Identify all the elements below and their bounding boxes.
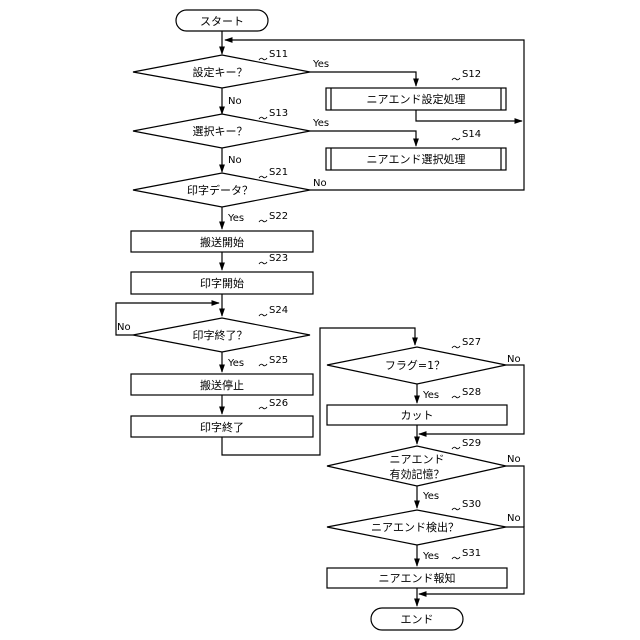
s12-label: ニアエンド設定処理 <box>367 92 466 106</box>
end-label: エンド <box>401 613 434 626</box>
step-s14: S14 <box>462 129 481 140</box>
leader-s29 <box>452 447 460 449</box>
step-s29: S29 <box>462 438 481 449</box>
step-s30: S30 <box>462 499 481 510</box>
s30-label: ニアエンド検出？ <box>371 520 459 534</box>
s29-label-line2: 有効記憶？ <box>390 467 445 481</box>
leader-s27 <box>452 346 460 348</box>
step-s24: S24 <box>269 305 288 316</box>
s27-label: フラグ=1？ <box>385 358 445 372</box>
leader-s11 <box>259 58 267 60</box>
s30-no-label: No <box>507 513 521 524</box>
step-s23: S23 <box>269 253 288 264</box>
s23-label: 印字開始 <box>200 276 244 290</box>
flow-s13-s14-yes <box>310 131 416 146</box>
s31-label: ニアエンド報知 <box>379 571 456 585</box>
s29-yes-label: Yes <box>422 491 439 502</box>
step-s13: S13 <box>269 108 288 119</box>
step-s11: S11 <box>269 49 288 60</box>
leader-s12 <box>452 78 460 80</box>
leader-s25 <box>259 364 267 366</box>
s13-no-label: No <box>228 155 242 166</box>
flow-s12-return <box>416 110 522 121</box>
leader-s14 <box>452 138 460 140</box>
s26-label: 印字終了 <box>200 420 244 434</box>
leader-s23 <box>259 262 267 264</box>
s14-label: ニアエンド選択処理 <box>367 152 466 166</box>
step-s12: S12 <box>462 69 481 80</box>
flow-s11-s12-yes <box>310 72 416 86</box>
s21-yes-label: Yes <box>227 213 244 224</box>
s24-yes-label: Yes <box>227 358 244 369</box>
s29-no-label: No <box>507 454 521 465</box>
leader-s31 <box>452 557 460 559</box>
s22-label: 搬送開始 <box>200 235 244 249</box>
s11-no-label: No <box>228 96 242 107</box>
step-numbers: S11 S12 S13 S14 S21 S22 S23 S24 S25 S26 … <box>269 49 481 559</box>
s24-no-label: No <box>117 322 131 333</box>
start-label: スタート <box>200 15 244 28</box>
s24-label: 印字終了？ <box>193 328 248 342</box>
leader-s28 <box>452 396 460 398</box>
leader-s22 <box>259 220 267 222</box>
s21-no-label: No <box>313 178 327 189</box>
step-s31: S31 <box>462 548 481 559</box>
step-s22: S22 <box>269 211 288 222</box>
s11-label: 設定キー？ <box>193 65 248 79</box>
s30-yes-label: Yes <box>422 551 439 562</box>
s28-label: カット <box>401 409 434 422</box>
s29-label-line1: ニアエンド <box>390 453 445 466</box>
step-s21: S21 <box>269 167 288 178</box>
s25-label: 搬送停止 <box>200 378 244 392</box>
leader-s30 <box>452 508 460 510</box>
step-s25: S25 <box>269 355 288 366</box>
s27-yes-label: Yes <box>422 390 439 401</box>
step-s26: S26 <box>269 398 288 409</box>
leader-s21 <box>259 176 267 178</box>
s21-label: 印字データ？ <box>187 183 253 197</box>
s13-yes-label: Yes <box>312 118 329 129</box>
step-s27: S27 <box>462 337 481 348</box>
leader-s13 <box>259 117 267 119</box>
leader-s26 <box>259 407 267 409</box>
s13-label: 選択キー？ <box>193 124 248 138</box>
step-s28: S28 <box>462 387 481 398</box>
s11-yes-label: Yes <box>312 59 329 70</box>
s27-no-label: No <box>507 354 521 365</box>
leader-s24 <box>259 314 267 316</box>
